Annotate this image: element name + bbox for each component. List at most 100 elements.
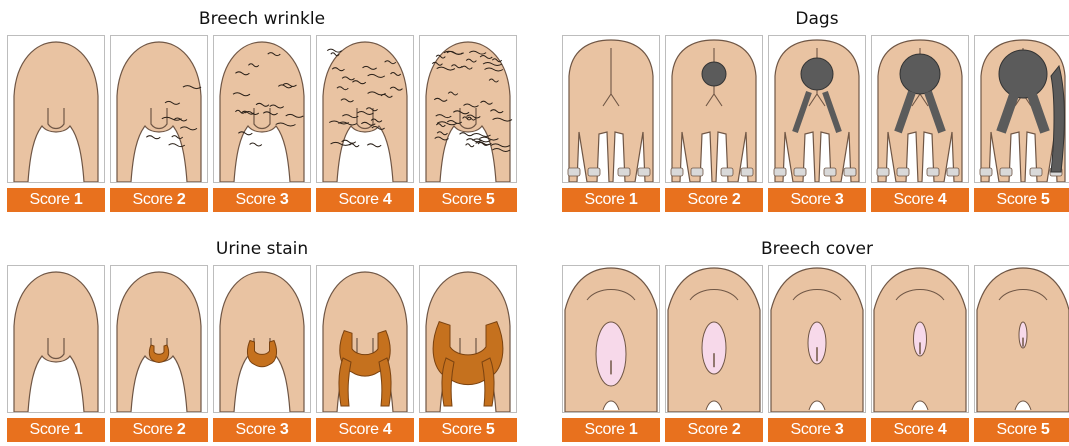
wrinkle-line xyxy=(250,143,262,146)
hoof xyxy=(897,168,909,176)
score-label-4: Score 4 xyxy=(871,188,969,212)
dag-cluster xyxy=(999,50,1047,98)
bare-area xyxy=(596,322,626,386)
sheep-illustration xyxy=(872,266,968,412)
breech-wrinkle-score-3-image xyxy=(213,35,311,183)
urine-stain-score-4-image xyxy=(316,265,414,413)
dags-score-5-image xyxy=(974,35,1069,183)
hoof xyxy=(947,168,959,176)
score-label-5: Score 5 xyxy=(419,188,517,212)
urine-leg-right xyxy=(379,358,391,406)
breech-cover-score-1-image xyxy=(562,265,660,413)
sheep-illustration xyxy=(975,266,1069,412)
score-label-1: Score 1 xyxy=(562,188,660,212)
sheep-illustration xyxy=(214,36,310,182)
urine-stain-score-1-image xyxy=(7,265,105,413)
score-label-3: Score 3 xyxy=(213,418,311,442)
sheep-illustration xyxy=(111,36,207,182)
breech-cover-score-5-image xyxy=(974,265,1069,413)
hoof xyxy=(588,168,600,176)
wrinkle-line xyxy=(466,144,474,147)
hoof xyxy=(844,168,856,176)
score-label-4: Score 4 xyxy=(871,418,969,442)
hoof xyxy=(721,168,733,176)
breech-cover-score-4-image xyxy=(871,265,969,413)
hoof xyxy=(741,168,753,176)
panel-title: Breech wrinkle xyxy=(7,5,517,33)
score-label-3: Score 3 xyxy=(213,188,311,212)
dags-score-1-image xyxy=(562,35,660,183)
sheep-illustration xyxy=(420,266,516,412)
score-label-3: Score 3 xyxy=(768,418,866,442)
sheep-illustration xyxy=(872,36,968,182)
score-label-5: Score 5 xyxy=(974,418,1069,442)
panel-title: Dags xyxy=(562,5,1069,33)
score-label-2: Score 2 xyxy=(110,418,208,442)
score-label-1: Score 1 xyxy=(562,418,660,442)
score-label-2: Score 2 xyxy=(110,188,208,212)
hoof xyxy=(671,168,683,176)
hoof xyxy=(774,168,786,176)
urine-stain-score-3-image xyxy=(213,265,311,413)
hoof xyxy=(927,168,939,176)
score-label-4: Score 4 xyxy=(316,418,414,442)
sheep-rear-body xyxy=(323,272,407,412)
score-label-3: Score 3 xyxy=(768,188,866,212)
sheep-illustration xyxy=(111,266,207,412)
sheep-illustration xyxy=(214,266,310,412)
sheep-illustration xyxy=(8,36,104,182)
wrinkle-line xyxy=(146,136,160,139)
breech-cover-score-2-image xyxy=(665,265,763,413)
breech-wrinkle-score-1-image xyxy=(7,35,105,183)
sheep-illustration xyxy=(317,266,413,412)
score-label-1: Score 1 xyxy=(7,418,105,442)
sheep-illustration xyxy=(975,36,1069,182)
hoof xyxy=(980,168,992,176)
hoof xyxy=(794,168,806,176)
wrinkle-line xyxy=(460,133,474,136)
hoof xyxy=(691,168,703,176)
breech-wrinkle-score-4-image xyxy=(316,35,414,183)
breech-wrinkle-score-2-image xyxy=(110,35,208,183)
breech-wrinkle-panel: Breech wrinkle Score 1 Score 2 Score 3 S… xyxy=(7,5,517,210)
wrinkle-line xyxy=(327,49,342,52)
dags-score-2-image xyxy=(665,35,763,183)
panel-title: Urine stain xyxy=(7,235,517,263)
sheep-illustration xyxy=(317,36,413,182)
sheep-rear-body xyxy=(117,42,201,182)
sheep-illustration xyxy=(666,36,762,182)
hoof xyxy=(824,168,836,176)
sheep-illustration xyxy=(420,36,516,182)
hoof xyxy=(618,168,630,176)
score-label-1: Score 1 xyxy=(7,188,105,212)
score-label-5: Score 5 xyxy=(419,418,517,442)
urine-leg-left xyxy=(442,358,454,406)
dags-score-4-image xyxy=(871,35,969,183)
hoof xyxy=(1000,168,1012,176)
sheep-illustration xyxy=(769,36,865,182)
score-label-2: Score 2 xyxy=(665,418,763,442)
urine-leg-left xyxy=(339,358,351,406)
score-label-2: Score 2 xyxy=(665,188,763,212)
sheep-illustration xyxy=(563,266,659,412)
breech-cover-panel: Breech cover Score 1 Score 2 Score 3 Sco… xyxy=(562,235,1069,440)
sheep-rear-body xyxy=(220,272,304,412)
sheep-rear-body xyxy=(220,42,304,182)
hoof xyxy=(568,168,580,176)
breech-wrinkle-score-5-image xyxy=(419,35,517,183)
urine-leg-right xyxy=(482,358,494,406)
breech-cover-score-3-image xyxy=(768,265,866,413)
wrinkle-line xyxy=(367,144,381,147)
urine-stain-score-5-image xyxy=(419,265,517,413)
dag-cluster xyxy=(801,58,833,90)
hoof xyxy=(638,168,650,176)
score-label-5: Score 5 xyxy=(974,188,1069,212)
hoof xyxy=(877,168,889,176)
sheep-illustration xyxy=(563,36,659,182)
dags-score-3-image xyxy=(768,35,866,183)
dag-cluster xyxy=(702,62,726,86)
panel-title: Breech cover xyxy=(562,235,1069,263)
sheep-rear-body xyxy=(117,272,201,412)
urine-stain-panel: Urine stain Score 1 Score 2 Score 3 Scor… xyxy=(7,235,517,440)
sheep-illustration xyxy=(666,266,762,412)
